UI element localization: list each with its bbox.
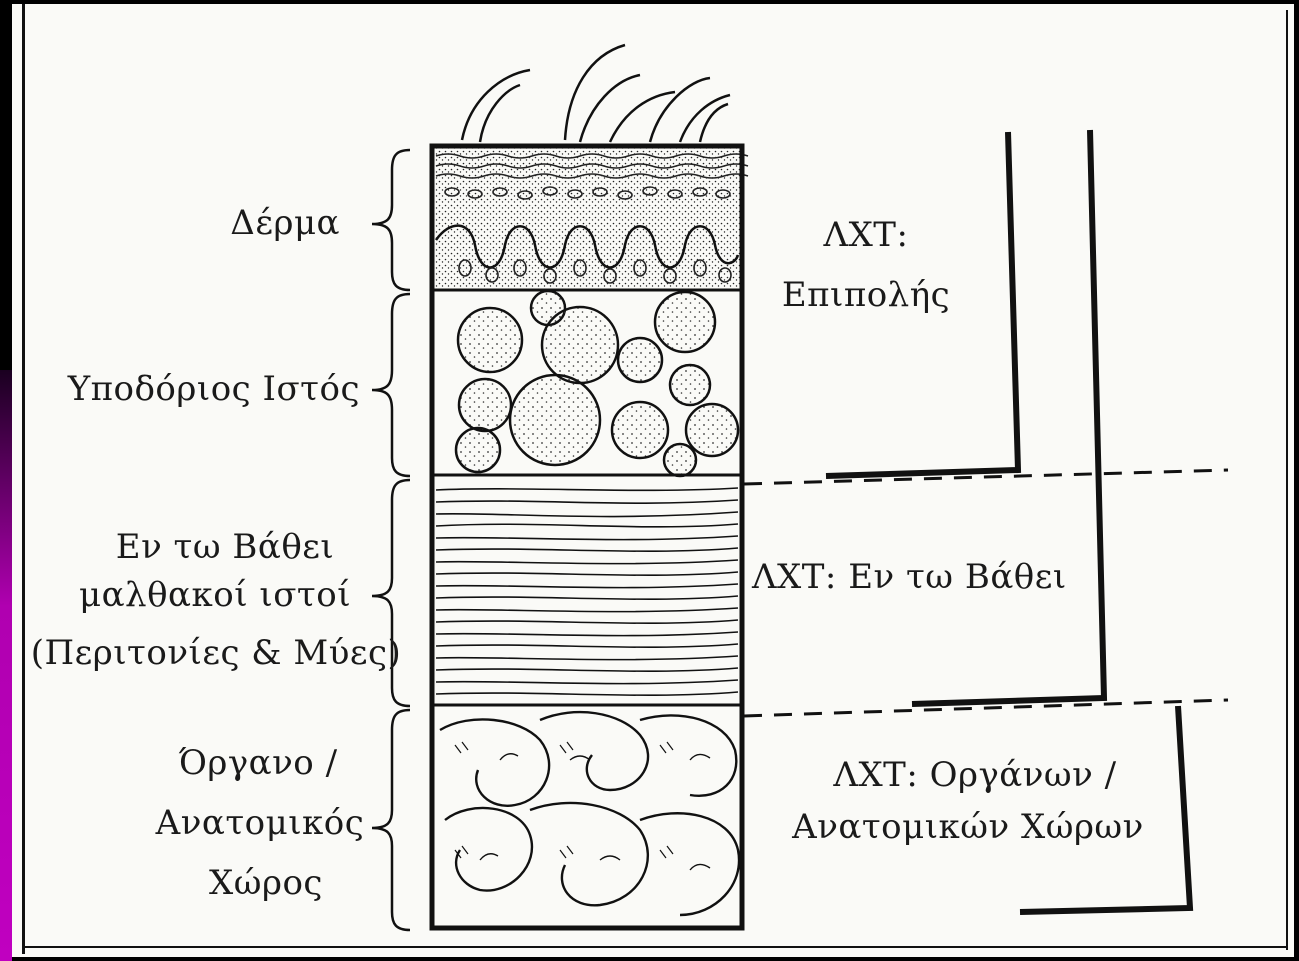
- label-skin: Δέρμα: [170, 204, 340, 243]
- label-deep-soft-tissue-line2: μαλθακοί ιστοί: [79, 576, 351, 615]
- hair-strands: [462, 45, 730, 142]
- label-deep-soft-tissue-line1: Εν τω Βάθει: [116, 528, 335, 567]
- label-ssi-organ-line1: ΛΧΤ: Οργάνων /: [833, 756, 1116, 795]
- label-ssi-superficial-line2: Επιπολής: [782, 276, 950, 315]
- organ-layer: [440, 712, 739, 915]
- label-deep-soft-tissue-line3: (Περιτονίες & Μύες): [31, 634, 402, 673]
- left-braces: [372, 150, 410, 930]
- label-ssi-superficial-line1: ΛΧΤ:: [824, 216, 909, 255]
- organ-brace: [372, 710, 410, 930]
- label-ssi-deep: ΛΧΤ: Εν τω Βάθει: [752, 558, 1067, 597]
- skin-brace: [372, 150, 410, 290]
- label-organ-line3: Χώρος: [209, 864, 323, 903]
- label-ssi-organ-line2: Ανατομικών Χώρων: [792, 808, 1144, 847]
- subcutaneous-brace: [372, 294, 410, 476]
- label-organ-line1: Όργανο /: [178, 744, 337, 783]
- skin-layer: [432, 146, 748, 290]
- muscle-fascia-layer: [436, 488, 738, 695]
- subcutaneous-fat-layer: [456, 291, 738, 476]
- label-subcutaneous-tissue: Υποδόριος Ιστός: [30, 370, 360, 409]
- label-organ-line2: Ανατομικός: [156, 804, 365, 843]
